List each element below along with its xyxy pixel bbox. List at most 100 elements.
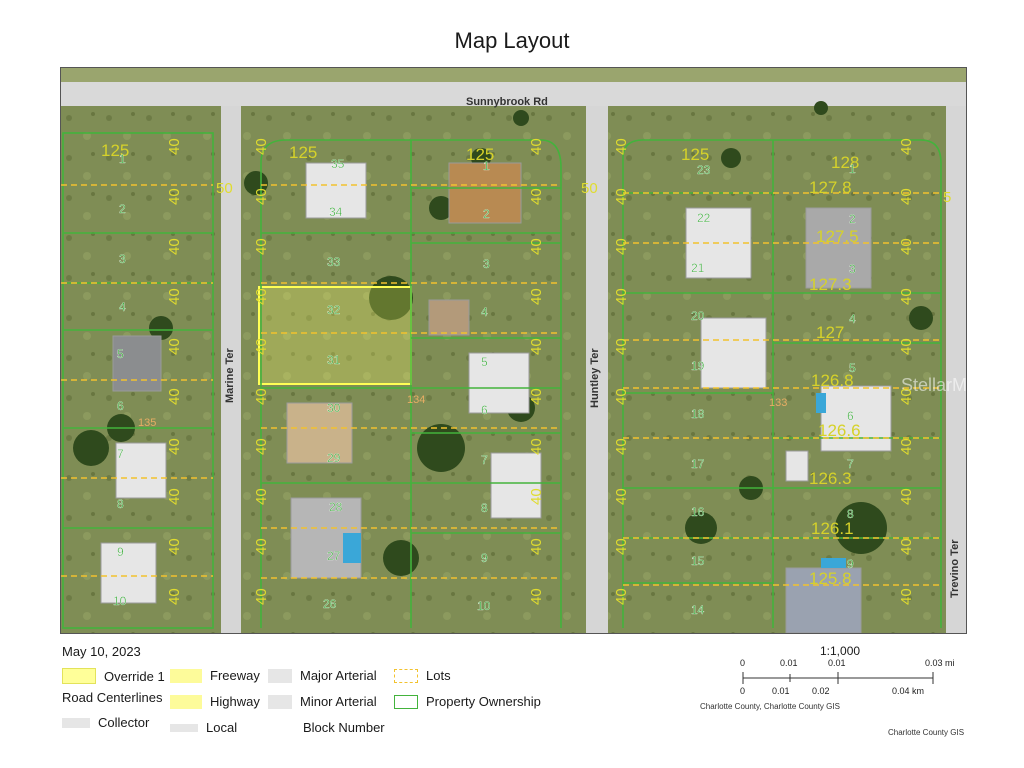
lot-number: 28 bbox=[329, 500, 343, 514]
frontage-value: 40 bbox=[528, 138, 545, 155]
lot-number: 4 bbox=[481, 305, 488, 319]
frontage-value: 40 bbox=[613, 238, 630, 255]
footer-credit: Charlotte County GIS bbox=[888, 728, 965, 737]
frontage-value: 40 bbox=[166, 288, 183, 305]
lot-number: 2 bbox=[483, 207, 490, 221]
frontage-value: 40 bbox=[898, 438, 915, 455]
legend-label: Major Arterial bbox=[300, 668, 377, 683]
frontage-value: 40 bbox=[528, 438, 545, 455]
legend-highway: Highway bbox=[170, 694, 260, 709]
lot-number: 5 bbox=[481, 355, 488, 369]
block-number: 135 bbox=[138, 417, 156, 429]
lot-number: 1 bbox=[483, 159, 490, 173]
frontage-value: 40 bbox=[898, 238, 915, 255]
frontage-value: 40 bbox=[253, 138, 270, 155]
lot-number: 5 bbox=[117, 347, 124, 361]
legend-label: Highway bbox=[210, 694, 260, 709]
frontage-value: 40 bbox=[613, 188, 630, 205]
lot-number: 23 bbox=[697, 163, 711, 177]
block-number: 126.8 bbox=[811, 371, 854, 390]
frontage-value: 40 bbox=[166, 538, 183, 555]
scale-ratio: 1:1,000 bbox=[820, 644, 861, 658]
frontage-value: 40 bbox=[613, 438, 630, 455]
block-number: 126.3 bbox=[809, 469, 852, 488]
lot-number: 22 bbox=[697, 211, 711, 225]
lot-number: 31 bbox=[327, 353, 341, 367]
frontage-value: 40 bbox=[898, 138, 915, 155]
scale-credit: Charlotte County, Charlotte County GIS bbox=[700, 702, 840, 711]
lot-number: 30 bbox=[327, 401, 341, 415]
frontage-value: 40 bbox=[613, 138, 630, 155]
lot-number: 2 bbox=[119, 202, 126, 216]
block-number: 127.3 bbox=[809, 275, 852, 294]
lot-number: 21 bbox=[691, 261, 705, 275]
lot-number: 34 bbox=[329, 205, 343, 219]
frontage-value: 40 bbox=[898, 538, 915, 555]
frontage-value: 40 bbox=[253, 438, 270, 455]
lot-number: 20 bbox=[691, 309, 705, 323]
legend-local: Local bbox=[170, 720, 237, 735]
lot-number: 9 bbox=[481, 551, 488, 565]
frontage-value: 40 bbox=[253, 238, 270, 255]
lot-number: 4 bbox=[849, 312, 856, 326]
legend-label: Override 1 bbox=[104, 668, 165, 684]
legend-collector: Collector bbox=[62, 715, 149, 730]
frontage-value: 40 bbox=[253, 188, 270, 205]
watermark-text: StellarMLS bbox=[901, 375, 966, 395]
street-label-marine: Marine Ter bbox=[224, 347, 236, 403]
lot-number: 9 bbox=[847, 557, 854, 571]
street-label-trevino: Trevino Ter bbox=[949, 539, 961, 598]
legend-property-ownership: Property Ownership bbox=[394, 694, 541, 709]
lot-number: 15 bbox=[691, 554, 705, 568]
frontage-value: 40 bbox=[898, 288, 915, 305]
frontage-value: 40 bbox=[166, 238, 183, 255]
houses bbox=[100, 162, 892, 633]
lot-number: 7 bbox=[847, 457, 854, 471]
legend-label: Lots bbox=[426, 668, 451, 683]
lot-number: 9 bbox=[117, 545, 124, 559]
sunnybrook-rd bbox=[61, 82, 966, 106]
frontage-value: 40 bbox=[898, 188, 915, 205]
frontage-value: 40 bbox=[253, 588, 270, 605]
lot-number: 33 bbox=[327, 255, 341, 269]
frontage-value: 40 bbox=[253, 388, 270, 405]
lot-number: 6 bbox=[117, 399, 124, 413]
legend-minor-arterial: Minor Arterial bbox=[268, 694, 377, 709]
lot-lines bbox=[61, 184, 941, 586]
lot-number: 8 bbox=[847, 507, 854, 521]
override-parcel[interactable] bbox=[258, 286, 412, 385]
scale-km-tick: 0.04 km bbox=[892, 686, 924, 696]
frontage-value: 40 bbox=[166, 438, 183, 455]
property-swatch bbox=[394, 694, 418, 709]
lot-number: 2 bbox=[849, 212, 856, 226]
lot-number: 10 bbox=[113, 594, 127, 608]
major-arterial-swatch bbox=[268, 668, 292, 683]
frontage-value: 40 bbox=[898, 588, 915, 605]
map-view[interactable]: Sunnybrook Rd Marine Ter Huntley Ter Tre… bbox=[60, 67, 967, 634]
scale-bar: 0 0.01 0.01 0.03 mi 0 0.01 0.02 0.04 km bbox=[690, 640, 980, 740]
frontage-value: 40 bbox=[166, 188, 183, 205]
lot-number: 35 bbox=[331, 157, 345, 171]
frontage-value: 40 bbox=[253, 488, 270, 505]
lot-number: 3 bbox=[119, 252, 126, 266]
block-number: 134 bbox=[407, 394, 425, 406]
block-number: 125 bbox=[289, 143, 317, 162]
legend-label: Block Number bbox=[303, 720, 385, 735]
frontage-value: 50 bbox=[581, 180, 598, 197]
freeway-swatch bbox=[170, 668, 202, 683]
minor-arterial-swatch bbox=[268, 694, 292, 709]
legend-block-number: Block Number bbox=[303, 720, 385, 735]
frontage-value: 40 bbox=[528, 538, 545, 555]
frontage-value: 50 bbox=[216, 180, 233, 197]
frontage-value: 40 bbox=[613, 538, 630, 555]
frontage-value: 40 bbox=[253, 338, 270, 355]
legend-label: Minor Arterial bbox=[300, 694, 377, 709]
local-swatch bbox=[170, 723, 198, 732]
lot-number: 16 bbox=[691, 505, 705, 519]
legend-label: Freeway bbox=[210, 668, 260, 683]
frontage-value: 40 bbox=[613, 588, 630, 605]
property-lines bbox=[62, 132, 942, 629]
frontage-value: 40 bbox=[528, 238, 545, 255]
legend-label: Collector bbox=[98, 715, 150, 730]
legend-label: Local bbox=[206, 720, 238, 735]
